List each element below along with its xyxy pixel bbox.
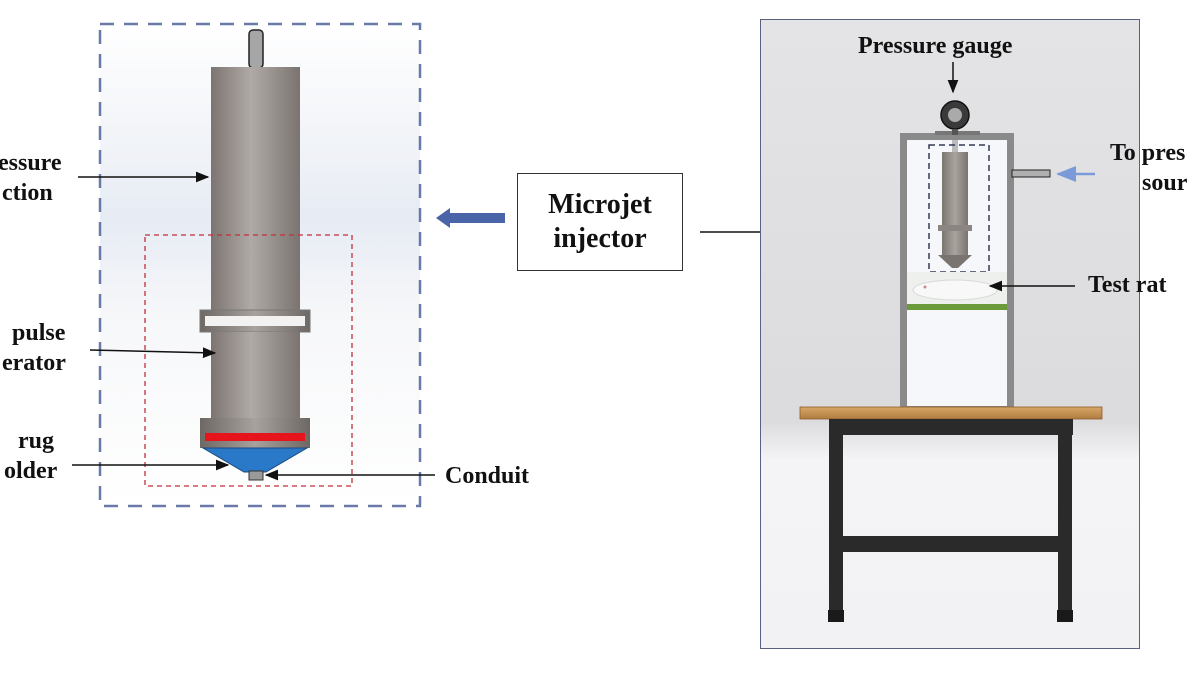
label-to-pressure-source: To pres sour <box>1110 140 1188 196</box>
label-pulse-generator: pulse erator <box>2 320 66 376</box>
mini-injector-lower <box>942 231 968 255</box>
test-rat <box>912 279 998 301</box>
label-drug-holder: rug older <box>4 428 58 484</box>
blue-block-arrow <box>436 208 505 228</box>
drug-red-layer <box>205 433 305 441</box>
mini-injector-collar <box>938 225 972 231</box>
pressure-section-cylinder <box>211 67 300 312</box>
label-conduit: Conduit <box>445 463 530 489</box>
gauge-stem <box>952 129 958 135</box>
table-crossbar <box>843 536 1058 552</box>
table-leg-right <box>1058 419 1072 621</box>
pressure-inlet-pipe <box>1011 169 1051 178</box>
pulse-region-dashed-box <box>144 234 353 487</box>
collar-window <box>205 316 305 326</box>
table-foot-right <box>1057 610 1073 622</box>
mini-injector-stem <box>952 140 958 152</box>
injector-outline-dashed-box <box>98 22 422 508</box>
table-leg-left <box>829 419 843 621</box>
label-pressure-section: essure ction <box>0 150 62 206</box>
pulse-generator-cylinder <box>211 332 300 418</box>
mini-injector-tip <box>938 255 972 268</box>
label-test-rat: Test rat <box>1088 272 1167 298</box>
rat-platform <box>907 304 1007 310</box>
rat-eye <box>923 285 927 289</box>
conduit-nozzle <box>248 470 264 481</box>
pulse-generator-arrow <box>89 347 217 359</box>
table-top <box>799 406 1103 420</box>
mini-injector-body <box>942 152 968 225</box>
microjet-injector-label-box: Microjet injector <box>517 173 683 271</box>
label-pressure-gauge: Pressure gauge <box>858 33 1013 59</box>
mini-injector-dashed-box <box>928 144 990 273</box>
gauge-face <box>948 108 962 122</box>
table-foot-left <box>828 610 844 622</box>
table-apron <box>829 419 1073 435</box>
